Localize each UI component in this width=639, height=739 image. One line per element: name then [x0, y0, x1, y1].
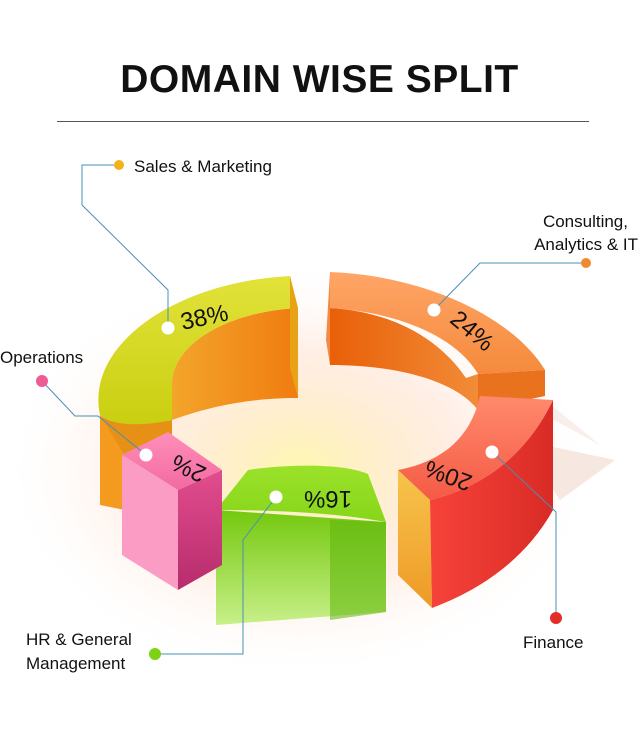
- anchor-hr: [269, 490, 283, 504]
- category-label-hr-line1: HR & General: [26, 630, 132, 649]
- slice-hr-general-management: [216, 465, 386, 625]
- leader-lines: [41, 164, 586, 655]
- category-label-hr-line2: Management: [26, 654, 126, 673]
- anchor-sales: [161, 321, 175, 335]
- marker-consulting: [581, 258, 591, 268]
- marker-hr: [149, 648, 161, 660]
- slice-finance: [398, 396, 553, 608]
- category-label-finance: Finance: [523, 633, 583, 652]
- marker-sales: [114, 160, 124, 170]
- slice-operations: [122, 432, 222, 590]
- leader-line-hr: [155, 496, 277, 655]
- category-label-operations: Operations: [0, 348, 83, 367]
- value-label-hr: 16%: [304, 485, 352, 512]
- leader-line-operations: [41, 380, 147, 456]
- title-divider: [57, 121, 589, 122]
- anchor-operations: [139, 448, 153, 462]
- leader-line-sales: [81, 164, 169, 328]
- marker-operations: [36, 375, 48, 387]
- anchor-consulting: [427, 303, 441, 317]
- leader-line-consulting: [433, 262, 586, 311]
- category-label-sales: Sales & Marketing: [134, 157, 272, 176]
- chart-title: DOMAIN WISE SPLIT: [120, 58, 519, 101]
- leader-line-finance: [491, 451, 557, 616]
- anchor-finance: [485, 445, 499, 459]
- category-label-consulting-line1: Consulting,: [543, 212, 628, 231]
- marker-finance: [550, 612, 562, 624]
- slice-sales-marketing: [98, 276, 298, 510]
- category-label-consulting-line2: Analytics & IT: [534, 235, 638, 254]
